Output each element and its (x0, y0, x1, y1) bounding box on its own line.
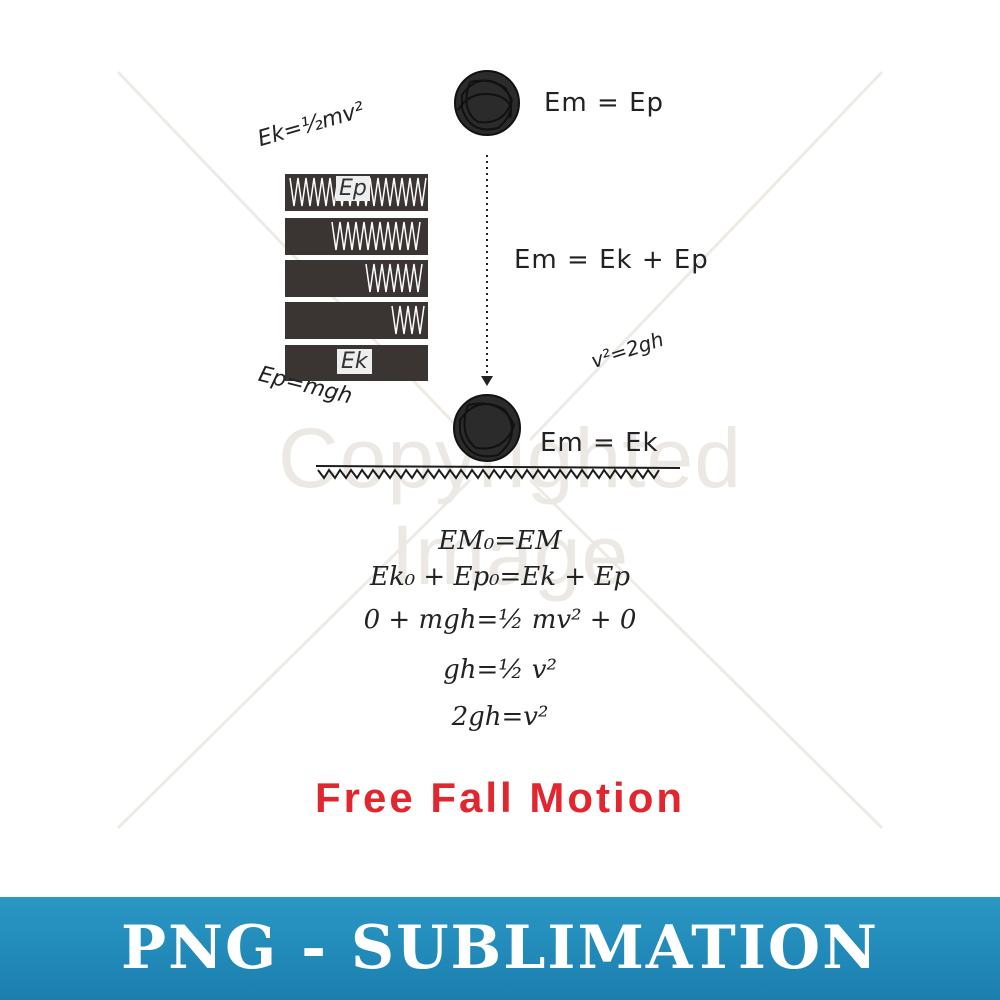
ball-top-icon (454, 70, 520, 136)
derivation-line-3: 0 + mgh=½ mv² + 0 (363, 605, 637, 635)
arrow-down-icon (481, 376, 493, 386)
ball-bottom-icon (453, 394, 521, 462)
derivation-line-4: gh=½ v² (443, 655, 557, 685)
diagram-title: Free Fall Motion (314, 774, 685, 821)
ground-line (315, 465, 681, 480)
label-top-energy: Em = Ep (544, 88, 665, 118)
bar-label-ek: Ek (337, 349, 372, 374)
watermark-line (116, 478, 472, 830)
banner: PNG - SUBLIMATION (0, 897, 1000, 1000)
bar-label-ep: Ep (336, 176, 370, 201)
watermark-line (528, 70, 884, 442)
label-middle-energy: Em = Ek + Ep (514, 245, 709, 275)
derivation-line-2: Ek₀ + Ep₀=Ek + Ep (370, 562, 630, 592)
watermark-line (528, 478, 884, 830)
banner-text: PNG - SUBLIMATION (120, 913, 879, 983)
derivation-line-5: 2gh=v² (451, 702, 549, 732)
label-bottom-energy: Em = Ek (540, 428, 659, 458)
derivation-line-1: EM₀=EM (438, 526, 562, 556)
